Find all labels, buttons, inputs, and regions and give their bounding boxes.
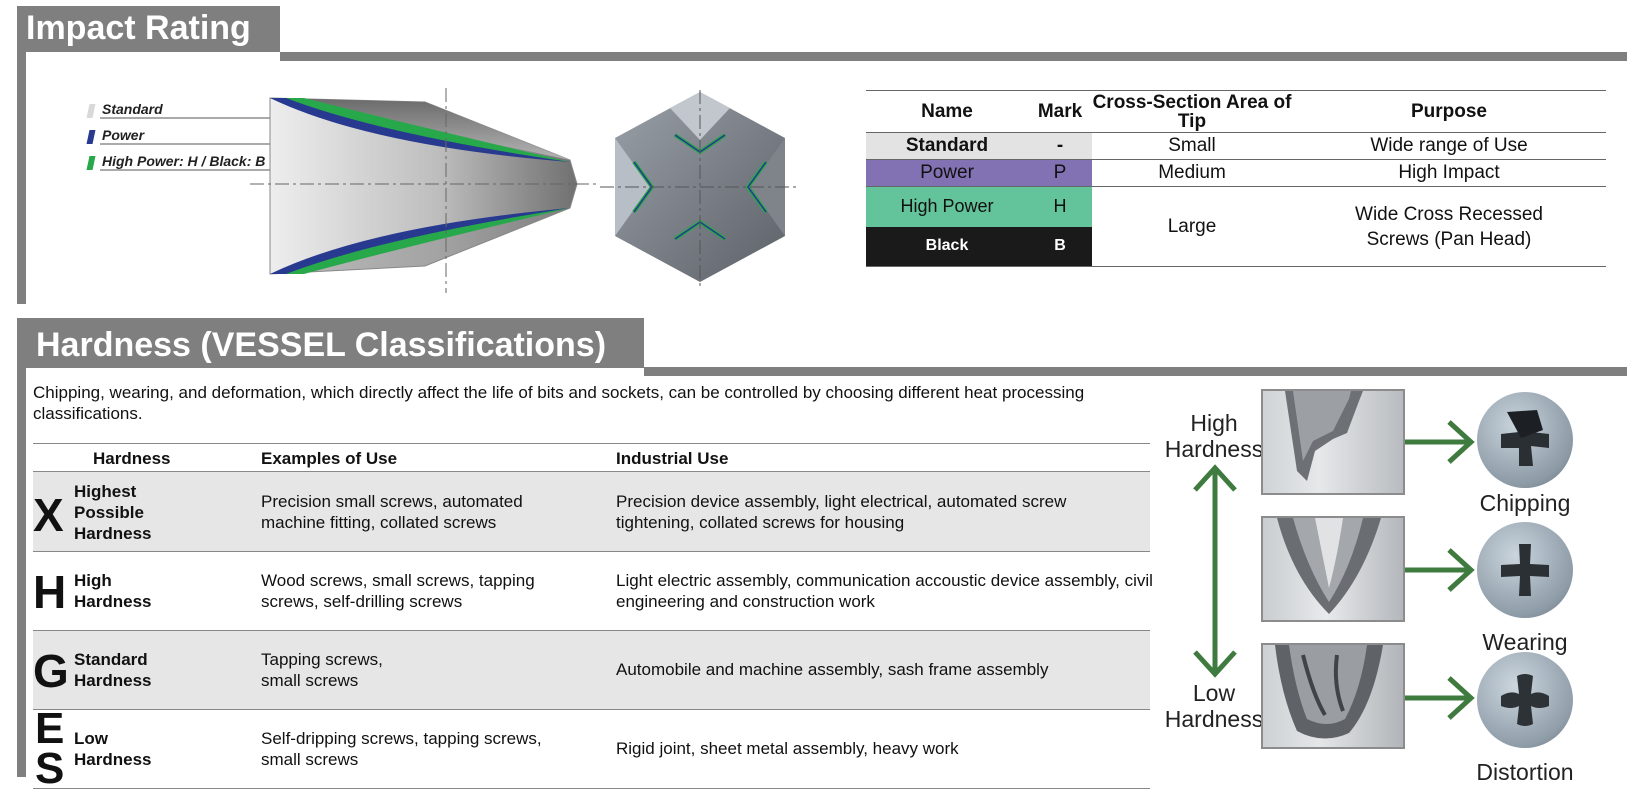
scale-high-hardness-label: High Hardness <box>1164 410 1264 462</box>
failure-label-wearing: Wearing <box>1482 629 1568 655</box>
hardness-scale-arrow <box>1193 464 1237 678</box>
hardness-letter-h: H <box>33 566 67 618</box>
col-header-area: Cross-Section Area of Tip <box>1092 90 1292 133</box>
hardness-row-g: G Standard Hardness Tapping screws, smal… <box>33 631 1150 710</box>
row-name-power: Power <box>866 159 1028 187</box>
row-mark-high-power: H <box>1028 186 1092 227</box>
impact-table-header: Name Mark Cross-Section Area of Tip Purp… <box>866 90 1606 133</box>
row-area-standard: Small <box>1092 132 1292 160</box>
legend-label-high-power: High Power: H / Black: B <box>102 153 266 169</box>
impact-row-power: Power P Medium High Impact <box>866 159 1606 187</box>
hardness-letter-s: S <box>35 744 65 793</box>
hardness-industrial-x: Precision device assembly, light electri… <box>616 492 1067 532</box>
hardness-level-es: Low Hardness <box>74 729 152 769</box>
hardness-level-g: Standard Hardness <box>74 650 152 690</box>
hardness-industrial-g: Automobile and machine assembly, sash fr… <box>616 660 1049 679</box>
hardness-row-x: X Highest Possible Hardness Precision sm… <box>33 472 1150 552</box>
bit-tip-end-diagram <box>600 90 800 286</box>
failure-label-distortion: Distortion <box>1476 759 1574 785</box>
screw-photo-chipping <box>1477 392 1573 488</box>
bit-photo-distortion <box>1261 643 1405 749</box>
row-mark-black: B <box>1028 226 1092 267</box>
row-name-standard: Standard <box>866 132 1028 160</box>
hardness-row-es: E S Low Hardness Self-dripping screws, t… <box>33 704 1150 793</box>
row-area-power: Medium <box>1092 159 1292 187</box>
hardness-examples-x: Precision small screws, automated machin… <box>261 492 523 532</box>
hardness-header-rule <box>644 367 1627 376</box>
failure-label-chipping: Chipping <box>1479 490 1571 516</box>
col-header-hardness: Hardness <box>93 449 171 468</box>
impact-row-black: Black B <box>866 226 1606 267</box>
col-header-name: Name <box>866 90 1028 133</box>
hardness-examples-h: Wood screws, small screws, tapping screw… <box>261 571 535 611</box>
screw-photo-distortion <box>1477 652 1573 748</box>
legend-label-standard: Standard <box>102 101 163 117</box>
hardness-section-header: Hardness (VESSEL Classifications) <box>17 318 644 368</box>
col-header-industrial: Industrial Use <box>616 449 729 468</box>
row-mark-standard: - <box>1028 132 1092 160</box>
hardness-level-h: High Hardness <box>74 571 152 611</box>
screw-photo-wearing <box>1477 522 1573 618</box>
impact-row-standard: Standard - Small Wide range of Use <box>866 132 1606 160</box>
hardness-left-border <box>17 367 26 777</box>
hardness-industrial-es: Rigid joint, sheet metal assembly, heavy… <box>616 739 959 758</box>
scale-low-hardness-label: Low Hardness <box>1164 680 1264 732</box>
hardness-description: Chipping, wearing, and deformation, whic… <box>33 383 1085 423</box>
hardness-industrial-h: Light electric assembly, communication a… <box>616 571 1153 611</box>
legend-label-power: Power <box>102 127 145 143</box>
impact-rating-table: Name Mark Cross-Section Area of Tip Purp… <box>866 90 1606 267</box>
col-header-purpose: Purpose <box>1292 90 1606 133</box>
arrow-to-distortion <box>1405 676 1475 720</box>
impact-left-border <box>17 52 26 304</box>
hardness-table-header: Hardness Examples of Use Industrial Use <box>33 443 1150 472</box>
hardness-examples-es: Self-dripping screws, tapping screws, sm… <box>261 729 542 769</box>
row-area-large: Large <box>1092 186 1292 267</box>
bit-tip-side-diagram <box>100 88 600 293</box>
hardness-letter-g: G <box>33 645 69 697</box>
hardness-row-h: H High Hardness Wood screws, small screw… <box>33 552 1153 631</box>
row-purpose-power: High Impact <box>1292 159 1606 187</box>
hardness-examples-g: Tapping screws, small screws <box>261 650 383 690</box>
impact-header-rule <box>280 52 1627 61</box>
impact-section-header: Impact Rating <box>17 6 280 52</box>
hardness-level-x: Highest Possible Hardness <box>74 482 152 543</box>
hardness-table: Hardness Examples of Use Industrial Use … <box>33 443 1153 793</box>
impact-row-high-power: High Power H Large Wide Cross Recessed S… <box>866 186 1606 267</box>
arrow-to-chipping <box>1405 420 1475 464</box>
row-purpose-wide-cross: Wide Cross Recessed Screws (Pan Head) <box>1292 186 1606 267</box>
row-purpose-standard: Wide range of Use <box>1292 132 1606 160</box>
bit-photo-chipping <box>1261 389 1405 495</box>
row-mark-power: P <box>1028 159 1092 187</box>
hardness-letter-x: X <box>33 489 64 541</box>
row-name-black: Black <box>866 226 1028 267</box>
hardness-letter-e: E <box>35 704 65 753</box>
bit-photo-wearing <box>1261 516 1405 622</box>
arrow-to-wearing <box>1405 548 1475 592</box>
col-header-examples: Examples of Use <box>261 449 398 468</box>
row-name-high-power: High Power <box>866 186 1028 227</box>
col-header-mark: Mark <box>1028 90 1092 133</box>
